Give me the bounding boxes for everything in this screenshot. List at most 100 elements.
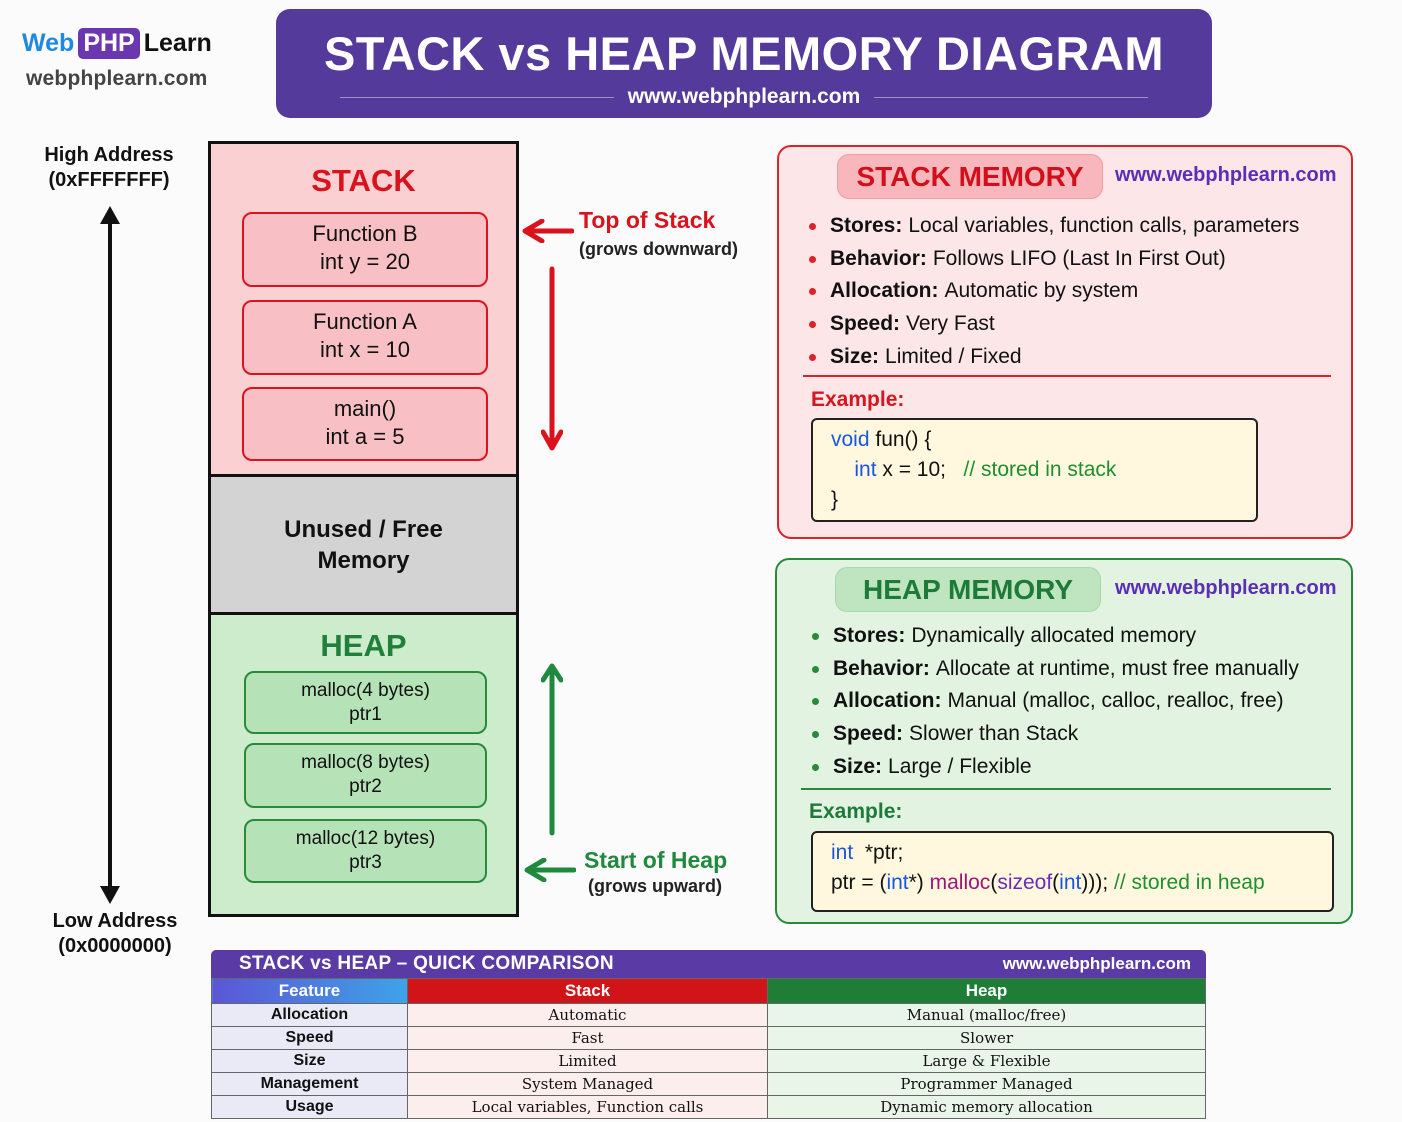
list-item: Size:Large / Flexible <box>812 751 1299 784</box>
stack-bullet-list: Stores:Local variables, function calls, … <box>809 210 1299 374</box>
arrow-down-red-icon <box>541 266 563 451</box>
code-line: int x = 10; // stored in stack <box>831 455 1238 485</box>
bullet-dot-icon <box>809 320 816 328</box>
heap-panel-divider <box>801 788 1331 790</box>
comparison-table: STACK vs HEAP – QUICK COMPARISON www.web… <box>211 950 1206 1119</box>
comparison-url[interactable]: www.webphplearn.com <box>1002 954 1191 973</box>
table-header-row: Feature Stack Heap <box>211 978 1206 1004</box>
high-address-value: (0xFFFFFFF) <box>48 169 170 191</box>
memory-layout: STACK Function B int y = 20 Function A i… <box>208 141 519 917</box>
stack-frame: Function B int y = 20 <box>242 212 488 287</box>
bullet-label: Speed: <box>833 722 904 746</box>
free-memory-region: Unused / Free Memory <box>211 477 516 615</box>
column-header-stack: Stack <box>407 978 768 1004</box>
code-keyword: int <box>831 841 854 864</box>
code-text: ))); <box>1081 871 1109 894</box>
free-memory-label-2: Memory <box>317 546 410 574</box>
code-line: } <box>831 485 1238 515</box>
comparison-title: STACK vs HEAP – QUICK COMPARISON <box>239 953 614 974</box>
start-of-heap-sub: (grows upward) <box>588 876 722 896</box>
bullet-dot-icon <box>812 730 819 738</box>
stack-frame-name: main() <box>333 396 397 421</box>
code-keyword: int <box>886 871 909 894</box>
bullet-dot-icon <box>812 698 819 706</box>
heap-cell: Large & Flexible <box>767 1049 1206 1073</box>
stack-region: STACK Function B int y = 20 Function A i… <box>211 144 516 477</box>
code-text: *) <box>908 871 930 894</box>
bullet-text: Automatic by system <box>944 279 1139 303</box>
bullet-text: Allocate at runtime, must free manually <box>935 656 1299 680</box>
arrow-up-green-icon <box>541 663 563 836</box>
bullet-text: Local variables, function calls, paramet… <box>908 214 1300 237</box>
stack-frame-name: Function A <box>313 309 417 334</box>
bullet-text: Very Fast <box>906 312 995 336</box>
heap-memory-title: HEAP MEMORY <box>835 567 1101 612</box>
stack-cell: Fast <box>407 1026 768 1050</box>
heap-region: HEAP malloc(4 bytes) ptr1 malloc(8 bytes… <box>211 615 516 914</box>
free-memory-label: Unused / Free <box>284 515 443 543</box>
stack-frame: main() int a = 5 <box>242 387 488 461</box>
bullet-text: Large / Flexible <box>888 754 1032 778</box>
table-row: Management System Managed Programmer Man… <box>211 1072 1206 1096</box>
bullet-dot-icon <box>809 255 816 263</box>
code-function: malloc <box>929 871 991 894</box>
code-text: } <box>831 488 839 511</box>
feature-cell: Management <box>211 1072 408 1096</box>
bullet-text: Follows LIFO (Last In First Out) <box>932 246 1226 270</box>
heap-block: malloc(4 bytes) ptr1 <box>244 671 487 734</box>
bullet-label: Speed: <box>830 312 901 336</box>
bullet-label: Size: <box>830 344 880 368</box>
bullet-label: Stores: <box>833 624 906 647</box>
stack-cell: System Managed <box>407 1072 768 1096</box>
feature-cell: Speed <box>211 1026 408 1050</box>
top-of-stack-label: Top of Stack <box>579 207 716 233</box>
bullet-text: Manual (malloc, calloc, realloc, free) <box>947 689 1284 713</box>
start-of-heap-label: Start of Heap <box>584 847 728 873</box>
heap-block: malloc(8 bytes) ptr2 <box>244 743 487 808</box>
column-header-feature: Feature <box>211 978 408 1004</box>
list-item: Allocation:Automatic by system <box>809 275 1299 308</box>
code-text: *ptr; <box>853 841 904 864</box>
stack-frame-var: int y = 20 <box>320 249 410 274</box>
bullet-label: Behavior: <box>833 656 930 680</box>
bullet-text: Dynamically allocated memory <box>911 624 1197 647</box>
heap-cell: Dynamic memory allocation <box>767 1095 1206 1119</box>
stack-code-example: void fun() { int x = 10; // stored in st… <box>811 418 1258 522</box>
code-text: ( <box>1052 871 1060 894</box>
low-address-value: (0x0000000) <box>58 935 172 957</box>
stack-cell: Local variables, Function calls <box>407 1095 768 1119</box>
table-row: Speed Fast Slower <box>211 1026 1206 1050</box>
heap-block-alloc: malloc(4 bytes) <box>301 680 430 701</box>
code-comment: // stored in stack <box>963 458 1117 481</box>
stack-panel-divider <box>803 375 1331 377</box>
bullet-dot-icon <box>812 763 819 771</box>
bullet-dot-icon <box>809 222 816 230</box>
low-address-label: Low Address (0x0000000) <box>36 909 194 959</box>
list-item: Speed:Very Fast <box>809 308 1299 341</box>
high-address-label: High Address (0xFFFFFFF) <box>30 143 188 193</box>
arrow-left-green-icon <box>524 858 576 882</box>
stack-frame-var: int a = 5 <box>325 424 405 449</box>
bullet-label: Size: <box>833 754 883 778</box>
bullet-label: Allocation: <box>830 279 939 303</box>
low-address-title: Low Address <box>52 910 178 932</box>
site-logo[interactable]: Web PHP Learn webphplearn.com <box>22 28 252 91</box>
code-keyword: int <box>854 458 877 481</box>
banner-divider-left <box>340 96 614 98</box>
stack-cell: Limited <box>407 1049 768 1073</box>
list-item: Stores:Dynamically allocated memory <box>812 620 1299 653</box>
bullet-dot-icon <box>812 632 819 640</box>
heap-panel-url[interactable]: www.webphplearn.com <box>1115 577 1337 599</box>
banner-subtitle-row: www.webphplearn.com <box>326 85 1162 109</box>
bullet-text: Limited / Fixed <box>885 344 1022 368</box>
high-address-title: High Address <box>44 144 174 166</box>
logo-learn: Learn <box>143 29 212 57</box>
list-item: Behavior:Follows LIFO (Last In First Out… <box>809 243 1299 276</box>
feature-cell: Size <box>211 1049 408 1073</box>
table-row: Size Limited Large & Flexible <box>211 1049 1206 1073</box>
stack-panel-url[interactable]: www.webphplearn.com <box>1115 164 1337 186</box>
heap-example-label: Example: <box>809 800 903 823</box>
heap-block-ptr: ptr3 <box>349 852 382 873</box>
list-item: Behavior:Allocate at runtime, must free … <box>812 653 1299 686</box>
code-keyword: void <box>831 428 870 451</box>
